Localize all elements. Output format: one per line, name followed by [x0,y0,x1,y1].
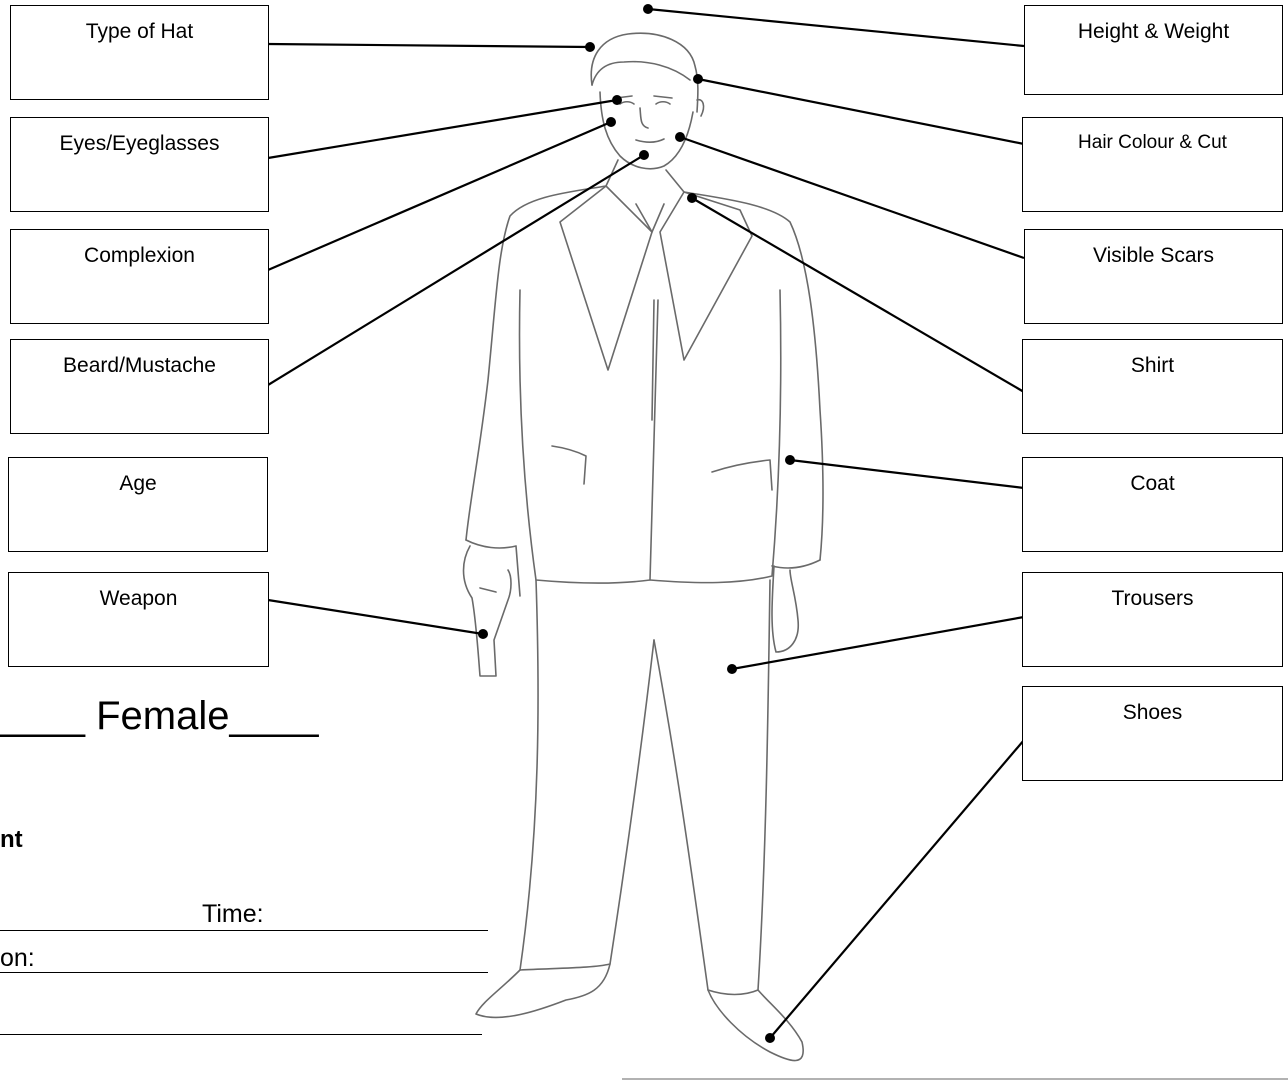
label-text: Shirt [1130,354,1175,377]
label-text: Eyes/Eyeglasses [59,132,220,155]
label-text: Complexion [84,244,195,267]
label-text: Type of Hat [85,20,194,43]
label-type-of-hat: Type of Hat [10,5,269,100]
leader-lines [267,7,1025,1039]
time-label: Time: [202,900,264,928]
location-underline [0,972,488,973]
date-time-underline [0,930,488,931]
label-text: Height & Weight [1077,20,1230,43]
person-outline [462,32,824,1062]
label-scars: Visible Scars [1024,229,1283,324]
label-text: Beard/Mustache [63,354,216,377]
label-complexion: Complexion [10,229,269,324]
label-text: Hair Colour & Cut [1078,132,1227,153]
label-text: Visible Scars [1093,244,1214,267]
label-age: Age [8,457,268,552]
label-coat: Coat [1022,457,1283,552]
blank-underline [0,1034,482,1035]
label-text: Shoes [1122,701,1183,724]
label-eyes: Eyes/Eyeglasses [10,117,269,212]
label-text: Coat [1130,472,1175,495]
label-shirt: Shirt [1022,339,1283,434]
label-text: Weapon [99,587,178,610]
label-height-weight: Height & Weight [1024,5,1283,95]
label-hair: Hair Colour & Cut [1022,117,1283,212]
label-shoes: Shoes [1022,686,1283,781]
label-weapon: Weapon [8,572,269,667]
location-label-fragment: on: [0,944,35,972]
label-text: Age [119,472,157,495]
section-heading-fragment: nt [0,826,23,853]
label-text: Trousers [1111,587,1194,610]
label-trousers: Trousers [1022,572,1283,667]
leader-dots [478,4,795,1043]
gender-line: ____ Female____ [0,694,319,738]
label-beard: Beard/Mustache [10,339,269,434]
